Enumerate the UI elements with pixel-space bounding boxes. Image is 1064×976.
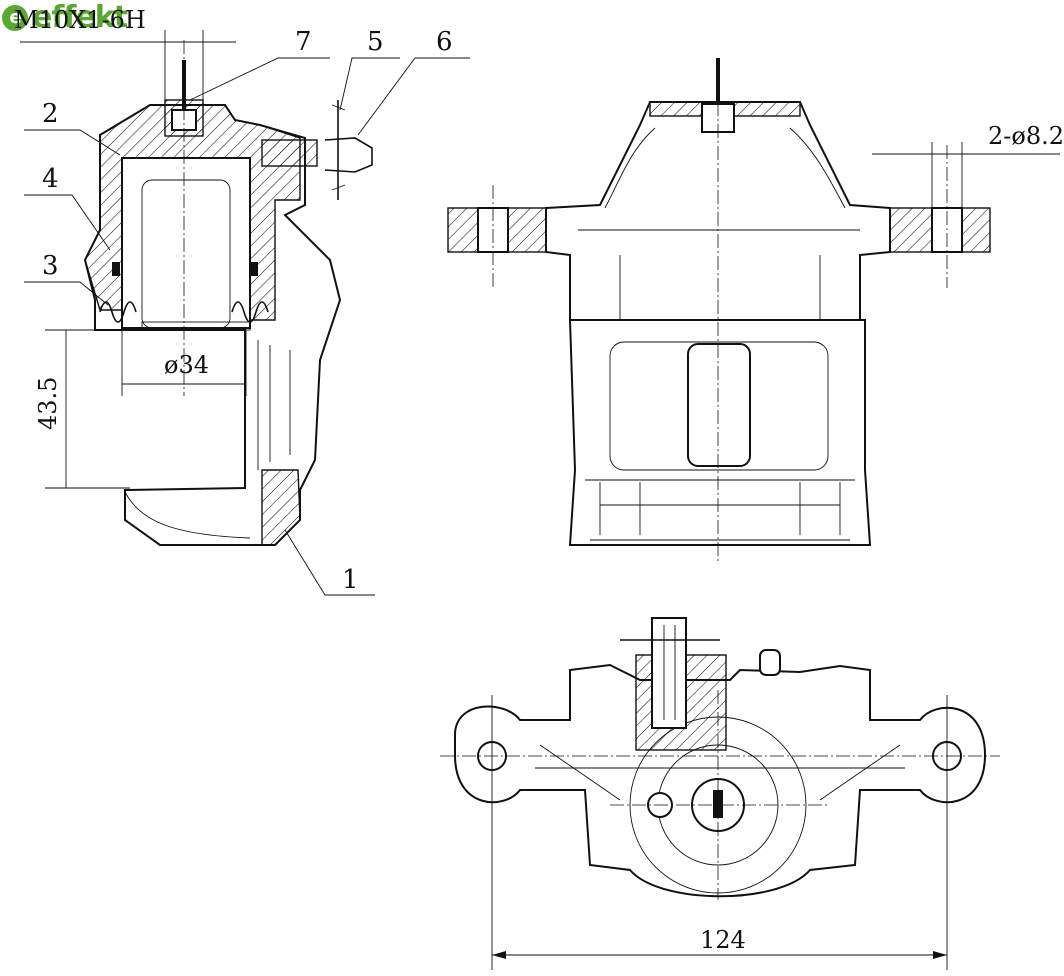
callout-3: 3 [42, 251, 59, 281]
top-view: 124 [440, 617, 1000, 970]
brand-logo: e effekt [2, 0, 128, 35]
logo-text: effekt [32, 0, 128, 35]
callout-5: 5 [367, 27, 384, 57]
thread-dimension: M10X1-6H [14, 6, 146, 34]
front-view: 2-ø8.2 [447, 58, 1064, 562]
dust-boot [99, 262, 269, 323]
height-dimension: 43.5 [34, 377, 62, 430]
callout-7: 7 [295, 27, 312, 57]
mount-holes-dimension: 2-ø8.2 [988, 122, 1064, 150]
callout-leaders [24, 57, 470, 596]
callout-4: 4 [42, 164, 59, 194]
callout-6: 6 [436, 27, 453, 57]
callout-1: 1 [342, 565, 359, 595]
section-view: M10X1-6H ø34 43.5 2 4 3 1 7 5 6 [14, 6, 470, 596]
piston-diameter-dimension: ø34 [164, 351, 209, 379]
mount-spacing-dimension: 124 [700, 926, 746, 954]
logo-icon: e [2, 4, 28, 31]
callout-2: 2 [42, 99, 59, 129]
